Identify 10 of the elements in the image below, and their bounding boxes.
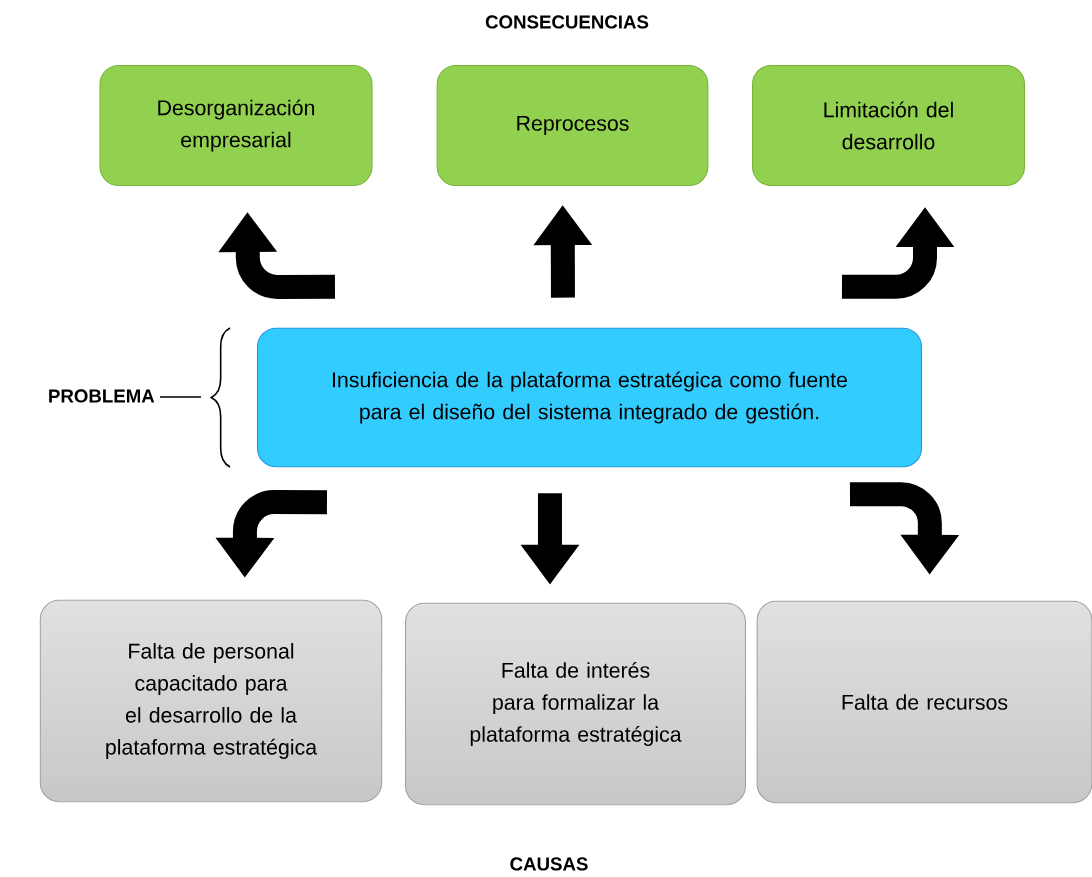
cause-box: Falta de interés para formalizar la plataforma estratégica (404, 602, 747, 806)
consequence-box: Desorganización empresarial (99, 64, 373, 187)
problem-box: Insuficiencia de la plataforma estratégica como fuente para el diseño del sistema integrado de gestión. (256, 327, 923, 468)
consequence-box: Limitación del desarrollo (751, 64, 1026, 187)
label: PROBLEMA (49, 389, 155, 403)
cause-box: Falta de personal capacitado para el desarrollo de la plataforma estratégica (39, 599, 383, 803)
consequence-box: Reprocesos (436, 64, 709, 187)
cause-box: Falta de recursos (756, 600, 1092, 804)
heading: CONSECUENCIAS (485, 15, 649, 29)
heading: CAUSAS (510, 857, 588, 871)
